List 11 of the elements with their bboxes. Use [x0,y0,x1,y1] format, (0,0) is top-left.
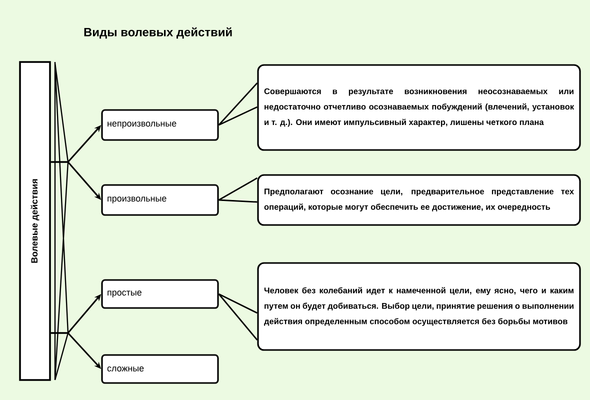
category-box: простые [101,279,219,309]
category-box: непроизвольные [101,109,219,141]
pointer-wedge [218,82,258,126]
callout-bubble: Человек без колебаний идет к намеченной цели, ему ясно, чего и каким путем он будет добиваться. Выбор цели, принятие решения о выполнении действия определенным способом осуществляется без борьбы мотивов [257,262,581,351]
category-box: сложные [101,354,219,384]
category-box: произвольные [101,184,219,216]
title: Виды волевых действий [84,27,232,39]
pointer-wedge [218,293,258,341]
category-bar: Волевые действия [19,61,51,381]
callout-bubble: Совершаются в результате возникновения неосознаваемых или недостаточно отчетливо осознаваемых побуждений (влечений, установок и т. д.). Они имеют импульсивный характер, лишены четкого плана [257,64,581,151]
callout-bubble: Предполагают осознание цели, предварительное представление тех операций, которые могут обеспечить ее достижение, их очередность [257,174,581,226]
